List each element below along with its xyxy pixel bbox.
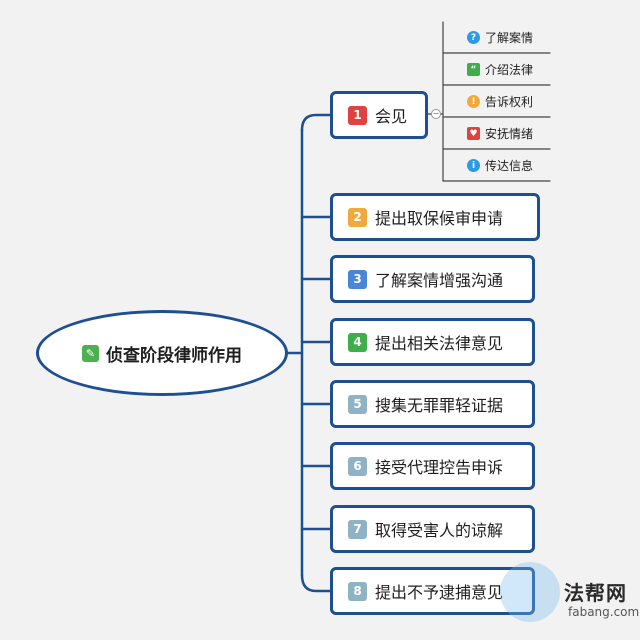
- connector-branch-1: [300, 113, 332, 132]
- branch-label-2: 提出取保候审申请: [375, 209, 504, 228]
- branch-node-8[interactable]: 8 提出不予逮捕意见: [330, 567, 535, 615]
- question-icon: ?: [467, 31, 480, 44]
- branch-node-2[interactable]: 2 提出取保候审申请: [330, 193, 540, 241]
- branch-label-6: 接受代理控告申诉: [375, 458, 504, 477]
- quote-icon: “: [467, 63, 480, 76]
- sub-item-label-1: 了解案情: [485, 31, 534, 45]
- info-icon: i: [467, 159, 480, 172]
- sub-item-2[interactable]: “ 介绍法律: [443, 54, 550, 85]
- watermark-domain: fabang.com: [568, 605, 640, 619]
- sub-item-1[interactable]: ? 了解案情: [443, 22, 550, 53]
- branch-label-7: 取得受害人的谅解: [375, 521, 504, 540]
- sub-item-label-3: 告诉权利: [485, 95, 534, 109]
- sub-item-4[interactable]: ♥ 安抚情绪: [443, 118, 550, 149]
- sub-item-5[interactable]: i 传达信息: [443, 150, 550, 181]
- branch-label-4: 提出相关法律意见: [375, 334, 504, 353]
- number-badge-8: 8: [348, 581, 367, 601]
- sub-item-label-4: 安抚情绪: [485, 127, 534, 141]
- sub-item-label-5: 传达信息: [485, 159, 534, 173]
- branch-label-5: 搜集无罪罪轻证据: [375, 396, 504, 415]
- branch-node-6[interactable]: 6 接受代理控告申诉: [330, 442, 535, 490]
- root-label: 侦查阶段律师作用: [106, 345, 242, 366]
- branch-label-8: 提出不予逮捕意见: [375, 583, 504, 602]
- sub-item-3[interactable]: ! 告诉权利: [443, 86, 550, 117]
- number-badge-3: 3: [348, 269, 367, 289]
- branch-node-3[interactable]: 3 了解案情增强沟通: [330, 255, 535, 303]
- root-node[interactable]: ✎ 侦查阶段律师作用: [36, 310, 288, 396]
- watermark-logo: [500, 562, 560, 622]
- heart-icon: ♥: [467, 127, 480, 140]
- branch-node-4[interactable]: 4 提出相关法律意见: [330, 318, 535, 366]
- branch-label-3: 了解案情增强沟通: [375, 271, 504, 290]
- connector-branch-8: [300, 573, 332, 593]
- pencil-icon: ✎: [82, 344, 99, 362]
- branch-node-5[interactable]: 5 搜集无罪罪轻证据: [330, 380, 535, 428]
- collapse-toggle[interactable]: −: [431, 109, 441, 119]
- number-badge-4: 4: [348, 332, 367, 352]
- number-badge-1: 1: [348, 105, 367, 125]
- watermark-brand: 法帮网: [564, 581, 627, 605]
- branch-label-1: 会见: [375, 107, 408, 126]
- sub-item-label-2: 介绍法律: [485, 63, 534, 77]
- branch-node-7[interactable]: 7 取得受害人的谅解: [330, 505, 535, 553]
- branch-node-1[interactable]: 1 会见: [330, 91, 428, 139]
- number-badge-6: 6: [348, 456, 367, 476]
- number-badge-5: 5: [348, 394, 367, 414]
- exclamation-icon: !: [467, 95, 480, 108]
- number-badge-7: 7: [348, 519, 367, 539]
- number-badge-2: 2: [348, 207, 367, 227]
